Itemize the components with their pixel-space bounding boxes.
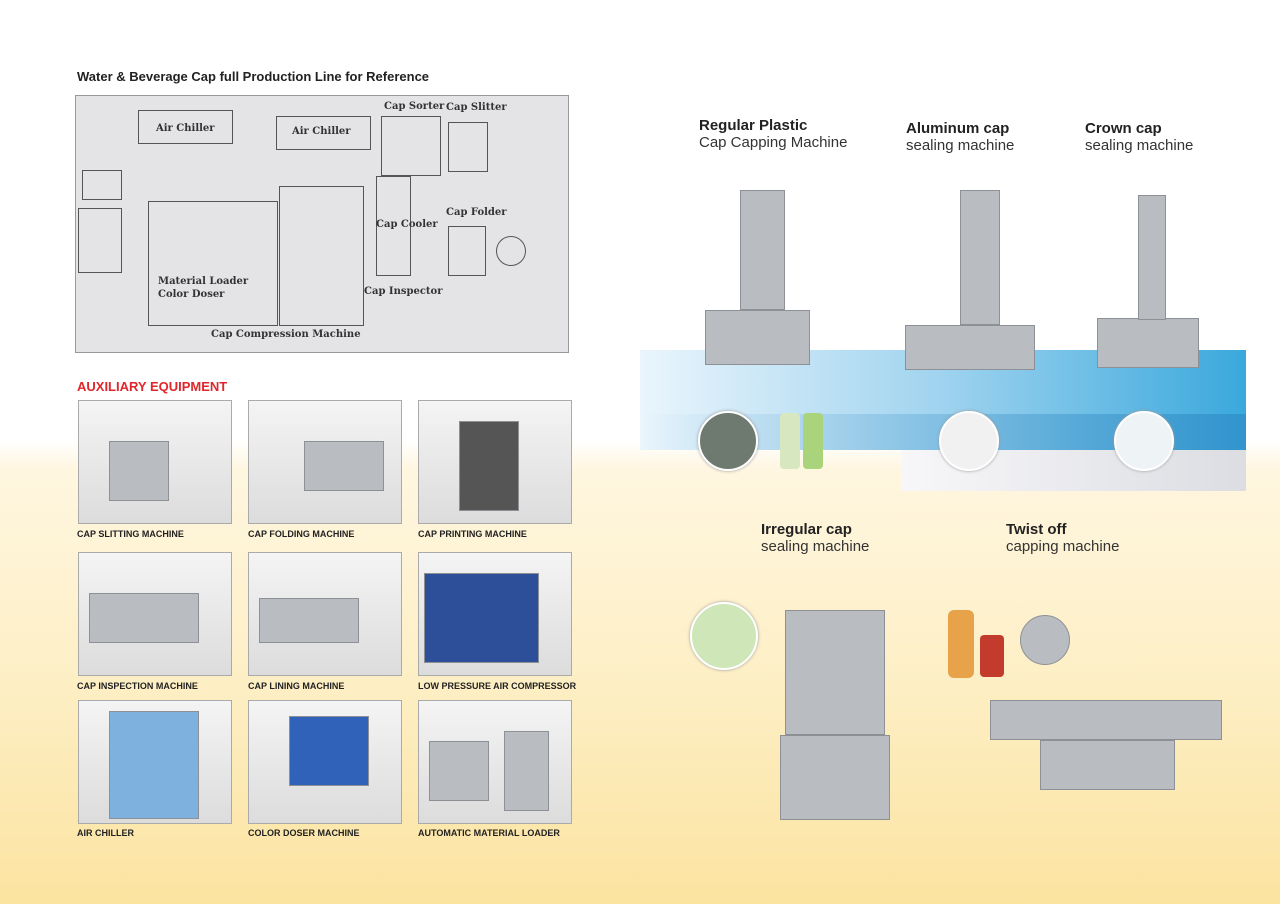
bottle-photo — [780, 413, 800, 469]
air-compressor-image — [418, 552, 572, 676]
aux-caption: CAP SLITTING MACHINE — [77, 529, 184, 539]
aux-caption: AUTOMATIC MATERIAL LOADER — [418, 828, 560, 838]
irregular-bottles-photo — [690, 602, 758, 670]
cap-lining-machine-image — [248, 552, 402, 676]
machine-subtitle: sealing machine — [1085, 137, 1194, 154]
bottle-photo — [803, 413, 823, 469]
aux-caption: COLOR DOSER MACHINE — [248, 828, 360, 838]
diagram-label: Cap Compression Machine — [211, 329, 361, 340]
crown-cap-photo — [1114, 411, 1174, 471]
diagram-label: Cap Folder — [446, 207, 507, 218]
diagram-label: Cap Cooler — [376, 219, 438, 230]
production-line-heading: Water & Beverage Cap full Production Lin… — [77, 69, 430, 84]
aux-caption: CAP FOLDING MACHINE — [248, 529, 355, 539]
diagram-label: Cap Slitter — [446, 102, 507, 113]
machine-subtitle: Cap Capping Machine — [699, 134, 848, 151]
machine-subtitle: capping machine — [1006, 538, 1120, 555]
machine-title: Twist off — [1006, 521, 1067, 538]
machine-subtitle: sealing machine — [761, 538, 870, 555]
aux-caption: AIR CHILLER — [77, 828, 134, 838]
auxiliary-heading: AUXILIARY EQUIPMENT — [77, 379, 228, 394]
diagram-label: Color Doser — [158, 289, 225, 300]
juice-bottle-photo — [948, 610, 974, 678]
diagram-label: Air Chiller — [156, 123, 215, 134]
aux-caption: LOW PRESSURE AIR COMPRESSOR — [418, 681, 577, 691]
cap-printing-machine-image — [418, 400, 572, 524]
machine-title: Crown cap — [1085, 120, 1162, 137]
air-chiller-image — [78, 700, 232, 824]
diagram-label: Cap Inspector — [364, 286, 443, 297]
aux-caption: CAP PRINTING MACHINE — [418, 529, 527, 539]
machine-title: Regular Plastic — [699, 117, 808, 134]
material-loader-image — [418, 700, 572, 824]
diagram-label: Air Chiller — [292, 126, 351, 137]
cap-folding-machine-image — [248, 400, 402, 524]
cap-inspection-machine-image — [78, 552, 232, 676]
diagram-label: Cap Sorter — [384, 101, 445, 112]
machine-title: Irregular cap — [761, 521, 852, 538]
diagram-label: Material Loader — [158, 276, 249, 287]
cap-slitting-machine-image — [78, 400, 232, 524]
aluminum-cap-photo — [939, 411, 999, 471]
capping-detail-photo — [698, 411, 758, 471]
aux-caption: CAP INSPECTION MACHINE — [77, 681, 198, 691]
production-line-diagram: Air Chiller Air Chiller Cap Sorter Cap S… — [75, 95, 569, 353]
jam-jar-photo — [980, 635, 1004, 677]
color-doser-image — [248, 700, 402, 824]
aux-caption: CAP LINING MACHINE — [248, 681, 345, 691]
machine-subtitle: sealing machine — [906, 137, 1015, 154]
machine-title: Aluminum cap — [906, 120, 1010, 137]
